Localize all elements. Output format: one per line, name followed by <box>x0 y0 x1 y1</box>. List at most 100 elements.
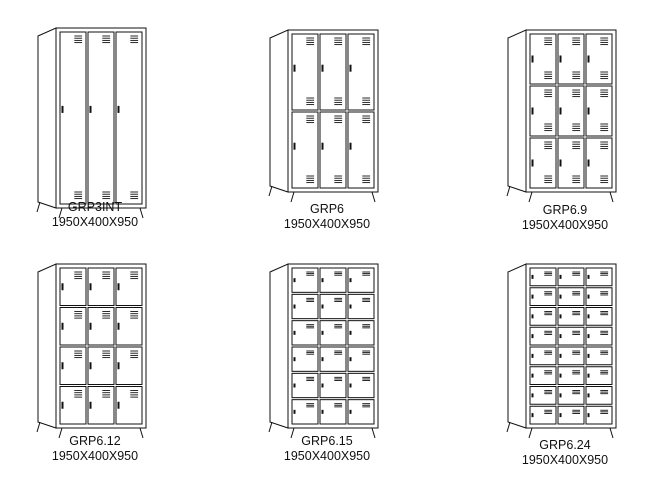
locker-door <box>557 366 585 385</box>
dimensions: 1950X400X950 <box>521 453 609 467</box>
locker-door <box>115 307 143 346</box>
locker-item[interactable]: GRP3INT 1950X400X950 <box>30 18 150 238</box>
legs <box>36 201 144 219</box>
locker-door <box>557 267 585 287</box>
locker-door <box>319 293 347 320</box>
legs <box>268 421 376 439</box>
locker-door <box>585 33 613 85</box>
locker-door <box>291 267 319 293</box>
locker-door <box>585 287 613 306</box>
model-code: GRP6.9 <box>542 203 588 217</box>
locker-drawing <box>36 263 147 439</box>
locker-door <box>347 111 375 189</box>
locker-drawing <box>506 263 617 439</box>
locker-door <box>319 372 347 399</box>
locker-item[interactable]: GRP6.9 1950X400X950 <box>500 22 630 242</box>
side-panel <box>37 263 57 429</box>
locker-door <box>529 346 557 366</box>
locker-door <box>557 85 585 137</box>
locker-door <box>529 386 557 405</box>
locker-drawing <box>268 263 379 439</box>
locker-door <box>585 267 613 287</box>
locker-door <box>59 267 87 306</box>
locker-caption: GRP6.24 1950X400X950 <box>500 438 630 468</box>
locker-door <box>529 405 557 425</box>
locker-door <box>529 267 557 287</box>
locker-door <box>585 405 613 425</box>
locker-item[interactable]: GRP6.12 1950X400X950 <box>30 256 160 476</box>
locker-door <box>347 320 375 346</box>
locker-door <box>115 267 143 306</box>
dimensions: 1950X400X950 <box>51 449 139 463</box>
locker-door <box>319 267 347 293</box>
legs <box>268 185 376 203</box>
locker-door <box>59 31 87 205</box>
front-frame <box>287 263 379 429</box>
locker-door <box>87 346 115 385</box>
locker-door <box>115 386 143 425</box>
locker-door <box>291 320 319 346</box>
side-panel <box>269 263 289 429</box>
locker-door <box>557 326 585 346</box>
legs <box>36 421 144 439</box>
locker-drawing <box>36 27 147 219</box>
locker-door <box>585 85 613 137</box>
front-frame <box>525 29 617 193</box>
dimensions: 1950X400X950 <box>51 215 139 229</box>
locker-item[interactable]: GRP6.24 1950X400X950 <box>500 256 630 476</box>
locker-door <box>585 307 613 326</box>
locker-door <box>347 267 375 293</box>
locker-door <box>557 33 585 85</box>
dimensions: 1950X400X950 <box>283 449 371 463</box>
locker-door <box>585 137 613 189</box>
side-panel <box>269 29 289 193</box>
locker-door <box>347 33 375 111</box>
locker-door <box>59 307 87 346</box>
side-panel <box>507 29 527 193</box>
dimensions: 1950X400X950 <box>521 218 609 232</box>
locker-door <box>557 405 585 425</box>
locker-door <box>557 307 585 326</box>
locker-caption: GRP6.15 1950X400X950 <box>262 434 392 464</box>
front-frame <box>525 263 617 429</box>
locker-door <box>529 326 557 346</box>
locker-door <box>557 287 585 306</box>
locker-door <box>347 346 375 372</box>
locker-door <box>319 320 347 346</box>
locker-door <box>557 346 585 366</box>
model-code: GRP3INT <box>67 200 123 214</box>
locker-door <box>59 346 87 385</box>
locker-caption: GRP6 1950X400X950 <box>262 202 392 232</box>
locker-door <box>319 346 347 372</box>
locker-drawing <box>506 29 617 203</box>
locker-door <box>585 366 613 385</box>
legs <box>506 185 614 203</box>
locker-door <box>87 307 115 346</box>
side-panel <box>37 27 57 209</box>
locker-door <box>291 293 319 320</box>
locker-door <box>557 137 585 189</box>
locker-door <box>59 386 87 425</box>
locker-door <box>291 33 319 111</box>
locker-door <box>291 346 319 372</box>
model-code: GRP6.15 <box>301 434 353 448</box>
locker-door <box>347 399 375 425</box>
locker-door <box>347 372 375 399</box>
model-code: GRP6 <box>309 202 345 216</box>
legs <box>506 421 614 439</box>
locker-door <box>115 346 143 385</box>
locker-door <box>319 33 347 111</box>
locker-door <box>87 386 115 425</box>
locker-door <box>585 346 613 366</box>
locker-door <box>585 326 613 346</box>
locker-door <box>87 31 115 205</box>
locker-item[interactable]: GRP6 1950X400X950 <box>262 22 392 242</box>
front-frame <box>287 29 379 193</box>
model-code: GRP6.24 <box>539 438 591 452</box>
front-frame <box>55 27 147 209</box>
locker-drawing <box>268 29 379 203</box>
side-panel <box>507 263 527 429</box>
locker-item[interactable]: GRP6.15 1950X400X950 <box>262 256 392 476</box>
locker-door <box>557 386 585 405</box>
locker-caption: GRP3INT 1950X400X950 <box>30 200 160 230</box>
